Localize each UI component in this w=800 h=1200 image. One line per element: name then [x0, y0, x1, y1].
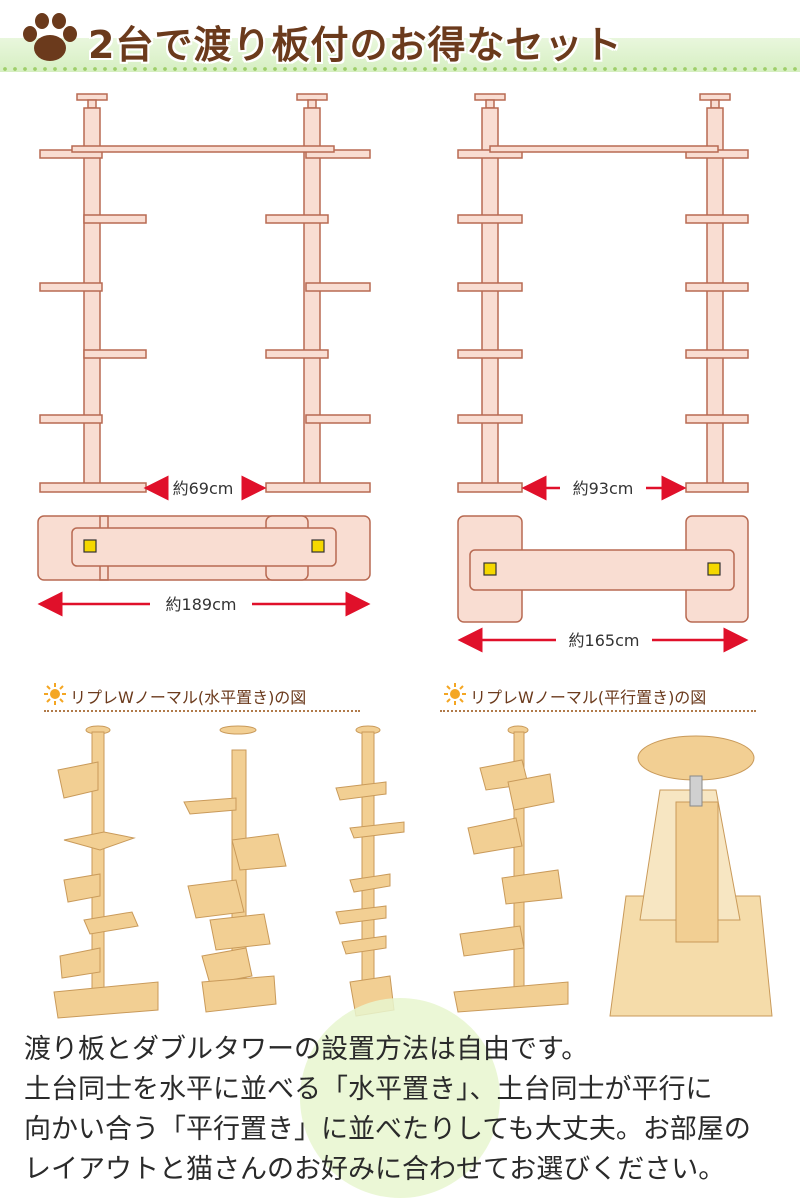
pole — [83, 107, 101, 491]
jack — [87, 99, 97, 109]
description-line: 渡り板とダブルタワーの設置方法は自由です。 — [24, 1034, 589, 1065]
accent-square — [83, 539, 97, 553]
description: 渡り板とダブルタワーの設置方法は自由です。 土台同士を水平に並べる「水平置き」、… — [24, 1030, 784, 1190]
accent-square — [483, 562, 497, 576]
width-label: 約165cm — [569, 631, 640, 650]
description-line: レイアウトと猫さんのお好みに合わせてお選びください。 — [24, 1154, 726, 1185]
base-closeup-photo — [609, 735, 773, 1017]
section-divider — [44, 710, 360, 714]
accent-square — [311, 539, 325, 553]
gap-label: 約69cm — [173, 479, 234, 498]
width-label: 約189cm — [166, 595, 237, 614]
gap-label: 約93cm — [573, 479, 634, 498]
tower-photo — [453, 725, 569, 1013]
section-label-parallel: リプレWノーマル(平行置き)の図 — [470, 688, 707, 707]
page-title: 2台で渡り板付のお得なセット — [88, 23, 623, 67]
accent-square — [707, 562, 721, 576]
layout-diagrams: 約69cm 約189cm 約93cm 約165cm — [37, 93, 749, 653]
tower-photo — [53, 725, 159, 1019]
sun-icon — [444, 683, 466, 705]
header: 2台で渡り板付のお得なセット — [0, 0, 800, 80]
tower-photo — [183, 725, 287, 1013]
bridge-board — [71, 145, 335, 153]
diagram-parallel — [457, 93, 749, 623]
tower-photo — [335, 725, 405, 1017]
sun-icon — [44, 683, 66, 705]
header-divider — [0, 66, 800, 72]
diagram-horizontal — [37, 93, 371, 581]
section-divider — [440, 710, 756, 714]
paw-icon — [23, 13, 77, 61]
decorative-circle — [300, 998, 500, 1198]
ceiling-pad — [76, 93, 108, 101]
description-line: 向かい合う「平行置き」に並べたりしても大丈夫。お部屋の — [24, 1114, 751, 1145]
description-line: 土台同士を水平に並べる「水平置き」、土台同士が平行に — [24, 1074, 713, 1105]
tower-photos — [53, 725, 773, 1019]
section-label-horizontal: リプレWノーマル(水平置き)の図 — [70, 688, 307, 707]
